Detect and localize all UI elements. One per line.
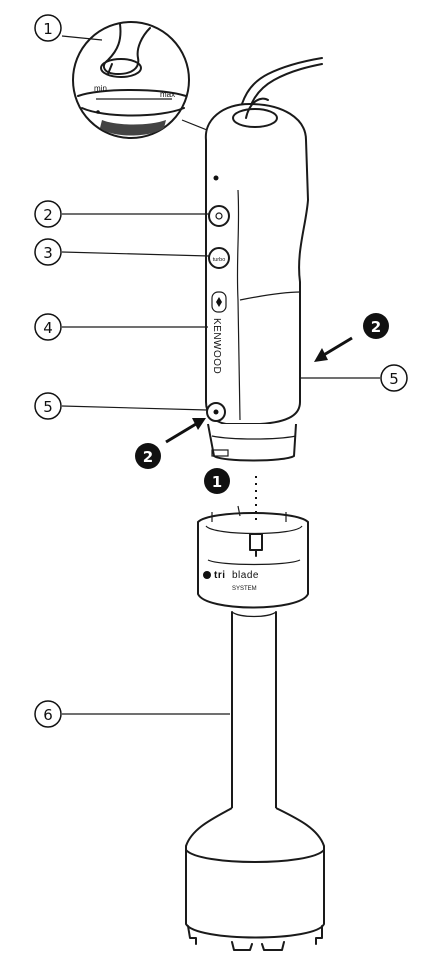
svg-text:1: 1 <box>212 473 222 491</box>
callout-5a: 5 <box>34 392 62 420</box>
speed-dial-inset: min max <box>72 21 190 139</box>
brand-logo: KENWOOD <box>211 291 227 374</box>
callout-1: 1 <box>34 14 62 42</box>
max-label: max <box>160 90 175 99</box>
callout-leader-1 <box>61 35 103 41</box>
speed-indicator-dot <box>213 175 219 181</box>
svg-text:5: 5 <box>43 398 53 416</box>
turbo-label: turbo <box>213 257 226 263</box>
blender-shaft: tri blade SYSTEM <box>185 505 325 951</box>
motor-unit <box>204 97 309 462</box>
svg-text:1: 1 <box>43 20 53 38</box>
svg-text:2: 2 <box>143 448 153 466</box>
triblade-blade: blade <box>232 570 259 581</box>
standard-speed-button[interactable] <box>208 205 230 227</box>
step-1-marker: 1 <box>204 468 230 494</box>
callout-leader-5a <box>61 405 208 411</box>
turbo-button[interactable] <box>208 247 230 269</box>
svg-text:6: 6 <box>43 706 53 724</box>
svg-text:3: 3 <box>43 244 53 262</box>
callout-2: 2 <box>34 200 62 228</box>
svg-text:4: 4 <box>43 319 53 337</box>
triblade-tri: tri <box>214 570 226 581</box>
min-label: min <box>94 84 107 93</box>
svg-text:2: 2 <box>43 206 53 224</box>
triblade-system: SYSTEM <box>232 586 257 592</box>
step-2-arrow-right: 2 <box>314 313 389 362</box>
step-2-arrow-left: 2 <box>135 418 206 469</box>
callout-leader-3 <box>61 251 210 257</box>
callout-4: 4 <box>34 313 62 341</box>
svg-text:2: 2 <box>371 318 381 336</box>
callout-5b: 5 <box>380 364 408 392</box>
callout-6: 6 <box>34 700 62 728</box>
brand-name: KENWOOD <box>211 318 222 374</box>
callout-3: 3 <box>34 238 62 266</box>
power-cord <box>237 57 323 119</box>
svg-text:5: 5 <box>389 370 399 388</box>
